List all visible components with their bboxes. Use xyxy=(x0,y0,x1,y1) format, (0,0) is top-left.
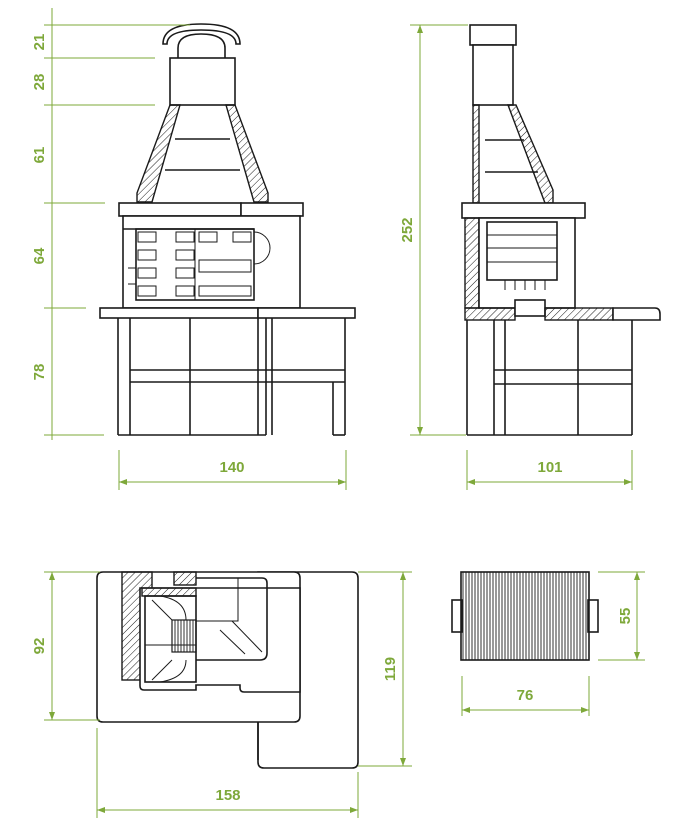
front-width-dimension: 140 xyxy=(118,450,347,490)
front-width-label: 140 xyxy=(219,459,244,476)
side-height-label: 252 xyxy=(399,217,416,242)
top-view xyxy=(96,571,359,769)
side-height-dimension: 252 xyxy=(399,24,468,436)
front-view xyxy=(99,23,356,436)
grate-height-dimension: 55 xyxy=(598,571,645,661)
top-depth-inner-label: 92 xyxy=(31,638,48,655)
grate-height-label: 55 xyxy=(617,608,634,625)
top-depth-outer-dimension: 119 xyxy=(358,571,412,767)
front-height-28-label: 28 xyxy=(31,74,48,91)
front-height-64-label: 64 xyxy=(31,247,48,264)
front-height-61-label: 61 xyxy=(31,147,48,164)
top-depth-inner-dimension: 92 xyxy=(31,571,100,721)
front-height-21-label: 21 xyxy=(31,34,48,51)
top-width-label: 158 xyxy=(215,787,240,804)
grate-width-dimension: 76 xyxy=(461,676,590,716)
front-height-dimensions: 21 28 61 64 78 xyxy=(31,8,190,440)
front-height-78-label: 78 xyxy=(31,364,48,381)
top-depth-outer-label: 119 xyxy=(382,657,399,681)
side-depth-label: 101 xyxy=(537,459,562,476)
top-width-dimension: 158 xyxy=(96,728,359,818)
grate-view xyxy=(451,571,599,661)
side-view xyxy=(461,24,661,436)
grate-width-label: 76 xyxy=(517,687,534,704)
side-depth-dimension: 101 xyxy=(466,450,633,490)
